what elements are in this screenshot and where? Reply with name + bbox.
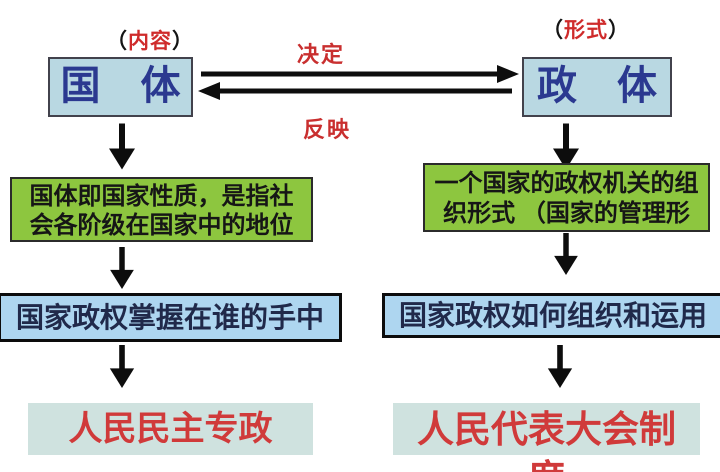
down-arrow-icon [554, 233, 578, 275]
answer-box-state-nature: 人民民主专政 [28, 403, 313, 455]
determines-arrow-icon [201, 65, 519, 83]
down-arrow-icon [110, 247, 134, 289]
answer-text: 人民民主专政 [68, 410, 273, 448]
question-box-gov-form: 国家政权如何组织和运用 [382, 293, 720, 338]
content-label-text: 内容 [128, 30, 172, 53]
down-arrow-icon [109, 123, 135, 170]
paren-close: ） [172, 30, 194, 53]
reflects-arrow-icon [198, 82, 512, 100]
term-box-state-nature: 国 体 [48, 57, 193, 117]
paren-open: （ [542, 19, 564, 42]
term-box-gov-form: 政 体 [522, 57, 672, 117]
down-arrow-icon [553, 123, 579, 170]
paren-open: （ [106, 30, 128, 53]
determines-label: 决定 [297, 42, 346, 67]
definition-box-state-nature: 国体即国家性质，是指社会各阶级在国家中的地位 [10, 177, 313, 242]
form-label: （形式） [542, 14, 630, 44]
form-label-text: 形式 [564, 19, 608, 42]
down-arrow-icon [109, 345, 135, 388]
answer-text: 人民代表大会制度 [417, 409, 676, 472]
definition-box-gov-form: 一个国家的政权机关的组织形式 （国家的管理形式） [423, 163, 710, 232]
paren-close: ） [608, 19, 630, 42]
down-arrow-icon [547, 345, 573, 388]
question-box-state-nature: 国家政权掌握在谁的手中 [0, 293, 342, 342]
answer-box-gov-form: 人民代表大会制度 [393, 403, 700, 472]
reflects-label: 反映 [303, 117, 352, 142]
content-label: （内容） [106, 25, 194, 55]
